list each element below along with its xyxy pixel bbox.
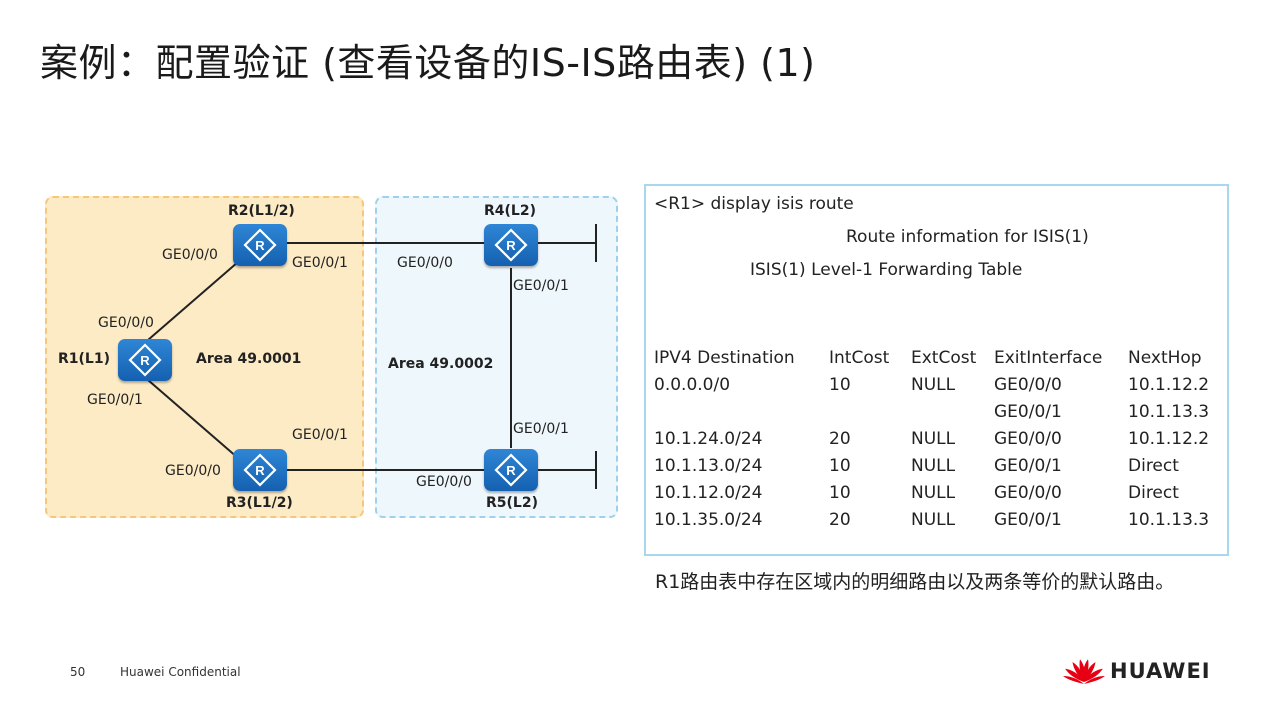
area-label-1: Area 49.0001 [196,351,302,367]
row-intcost: 10 [829,375,851,395]
row-exitinterface: GE0/0/1 [994,510,1062,530]
iface-r3-left: GE0/0/0 [165,463,221,479]
router-r4: R [484,224,538,266]
svg-text:R: R [255,463,265,478]
row-extcost: NULL [911,375,956,395]
iface-r5-up: GE0/0/1 [513,421,569,437]
row-destination: 0.0.0.0/0 [654,375,731,395]
row-extcost: NULL [911,456,956,476]
row-nexthop: Direct [1128,483,1179,503]
router-icon: R [494,228,528,262]
row-destination: 10.1.35.0/24 [654,510,763,530]
cli-header-route-info: Route information for ISIS(1) [846,227,1089,247]
area-49-0001-region [45,196,364,518]
row-intcost: 10 [829,483,851,503]
row-destination: 10.1.12.0/24 [654,483,763,503]
confidential-label: Huawei Confidential [120,665,241,679]
router-label-r3: R3(L1/2) [226,495,293,511]
row-nexthop: Direct [1128,456,1179,476]
area-label-2: Area 49.0002 [388,356,494,372]
cli-header-forwarding-table: ISIS(1) Level-1 Forwarding Table [750,260,1023,280]
row-nexthop: 10.1.13.3 [1128,402,1210,422]
router-icon: R [243,453,277,487]
iface-r1-up: GE0/0/0 [98,315,154,331]
row-extcost: NULL [911,429,956,449]
iface-r4-down: GE0/0/1 [513,278,569,294]
row-exitinterface: GE0/0/0 [994,375,1062,395]
cli-command: <R1> display isis route [654,194,854,214]
router-label-r1: R1(L1) [58,351,110,367]
router-icon: R [243,228,277,262]
svg-text:R: R [506,238,516,253]
huawei-brand-text: HUAWEI [1110,659,1211,683]
router-label-r5: R5(L2) [486,495,538,511]
svg-text:R: R [255,238,265,253]
slide-title: 案例：配置验证 (查看设备的IS-IS路由表) (1) [40,41,816,85]
row-exitinterface: GE0/0/0 [994,429,1062,449]
col-extcost: ExtCost [911,348,977,368]
row-nexthop: 10.1.12.2 [1128,429,1210,449]
svg-text:R: R [506,463,516,478]
iface-r5-left: GE0/0/0 [416,474,472,490]
row-intcost: 20 [829,429,851,449]
router-icon: R [494,453,528,487]
router-label-r2: R2(L1/2) [228,203,295,219]
row-intcost: 10 [829,456,851,476]
huawei-logo-icon [1063,659,1105,684]
row-exitinterface: GE0/0/1 [994,456,1062,476]
row-intcost: 20 [829,510,851,530]
link-r1-r3 [147,379,239,459]
row-nexthop: 10.1.13.3 [1128,510,1210,530]
row-exitinterface: GE0/0/0 [994,483,1062,503]
page-number: 50 [70,665,86,679]
row-destination: 10.1.13.0/24 [654,456,763,476]
router-icon: R [128,343,162,377]
row-extcost: NULL [911,510,956,530]
iface-r4-left: GE0/0/0 [397,255,453,271]
router-r1: R [118,339,172,381]
slide-caption: R1路由表中存在区域内的明细路由以及两条等价的默认路由。 [655,571,1175,593]
cli-output-panel: <R1> display isis route Route informatio… [644,184,1229,556]
iface-r2-left: GE0/0/0 [162,247,218,263]
row-nexthop: 10.1.12.2 [1128,375,1210,395]
link-r1-r2 [147,261,239,341]
col-exitinterface: ExitInterface [994,348,1103,368]
svg-text:R: R [140,353,150,368]
iface-r2-right: GE0/0/1 [292,255,348,271]
row-exitinterface: GE0/0/1 [994,402,1062,422]
row-destination: 10.1.24.0/24 [654,429,763,449]
router-label-r4: R4(L2) [484,203,536,219]
iface-r1-down: GE0/0/1 [87,392,143,408]
router-r2: R [233,224,287,266]
col-intcost: IntCost [829,348,890,368]
row-extcost: NULL [911,483,956,503]
col-ipv4-destination: IPV4 Destination [654,348,795,368]
router-r3: R [233,449,287,491]
col-nexthop: NextHop [1128,348,1202,368]
iface-r3-up: GE0/0/1 [292,427,348,443]
router-r5: R [484,449,538,491]
